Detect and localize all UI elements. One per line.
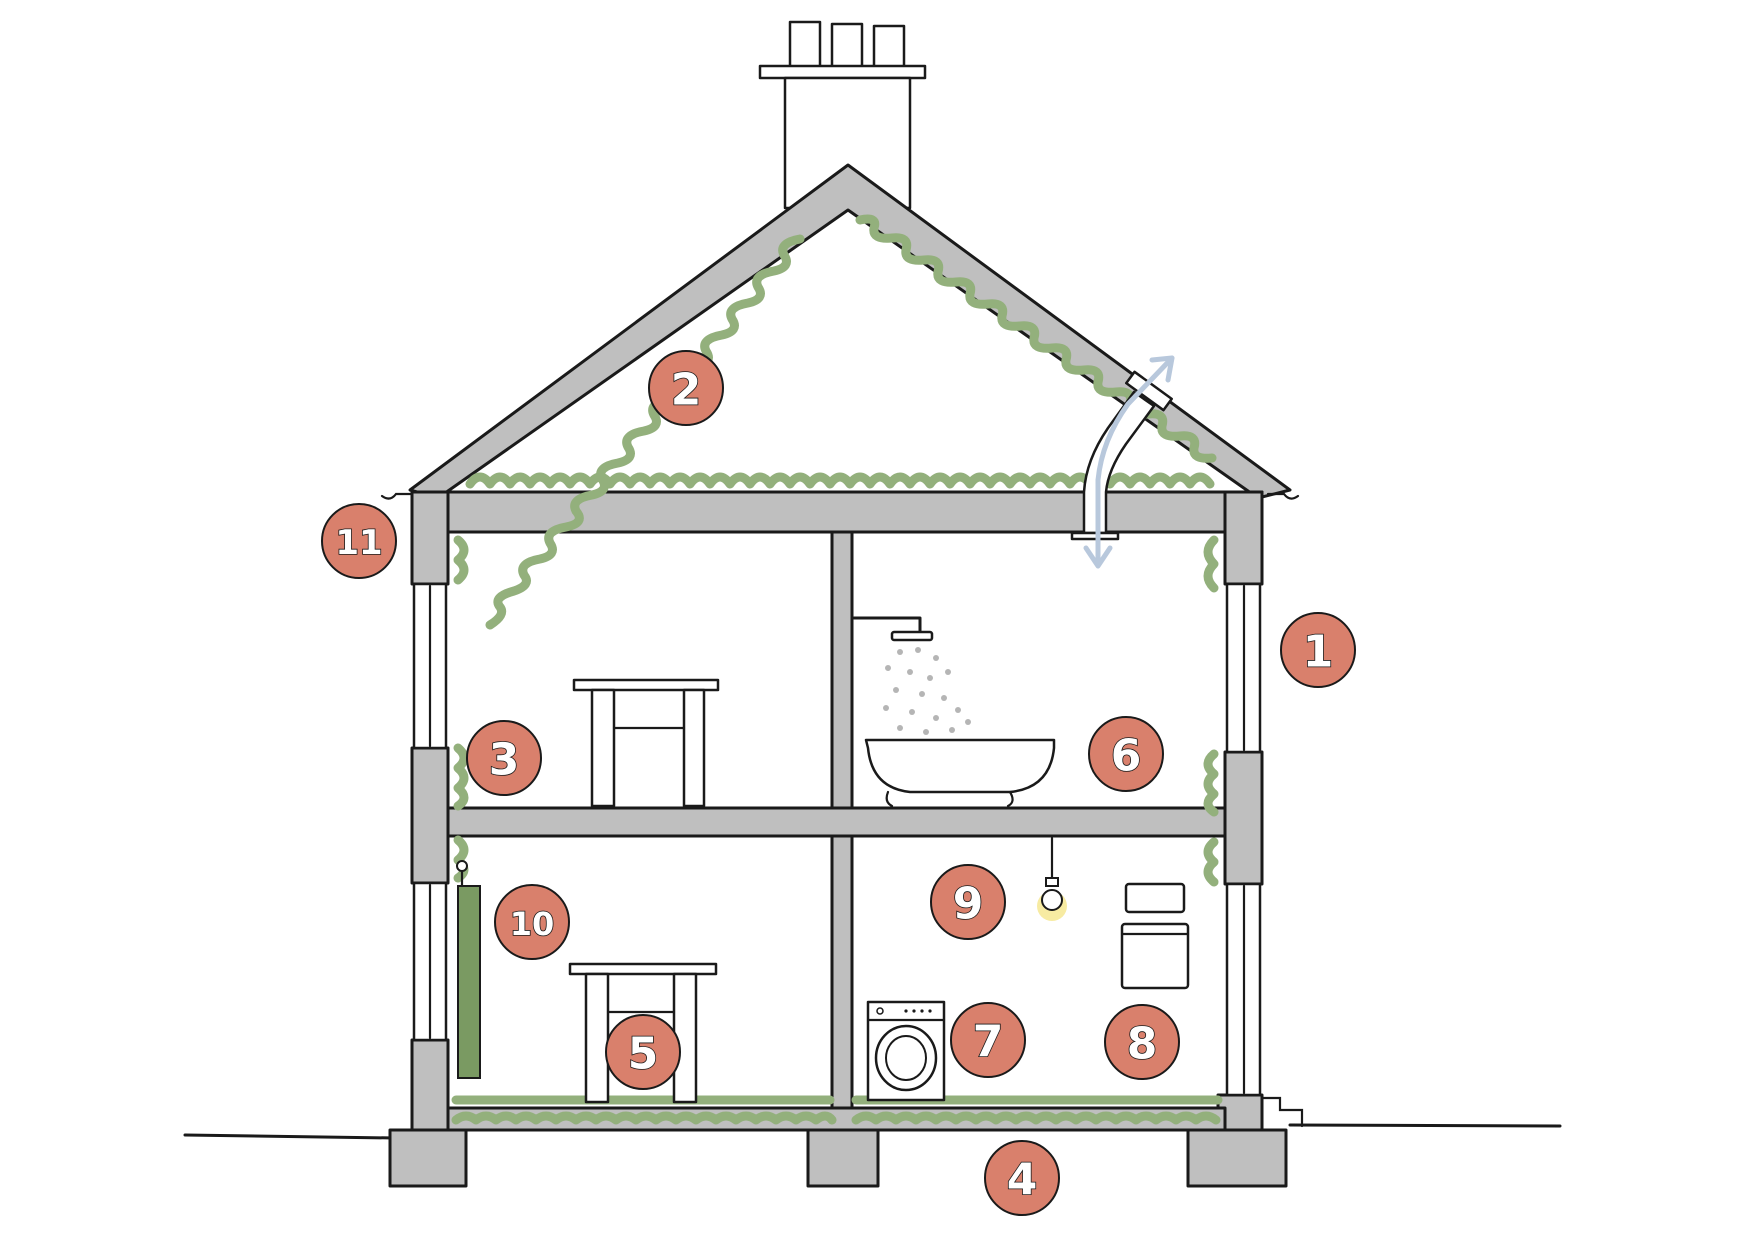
- left-wall-mid: [410, 746, 450, 885]
- attic-floor: [410, 490, 1264, 534]
- badge-11-label: 11: [335, 523, 382, 563]
- central-wall-lower: [830, 834, 854, 1128]
- badge-7: 7: [950, 1002, 1026, 1078]
- badge-4: 4: [984, 1140, 1060, 1216]
- ventilation-duct: [1070, 370, 1173, 541]
- foundation-left: [388, 1128, 468, 1188]
- left-wall-upper: [410, 490, 450, 586]
- wall-insulation-mid-left: [453, 743, 469, 811]
- middle-floor: [446, 806, 1227, 838]
- badge-1-label: 1: [1303, 627, 1334, 678]
- ventilation-arrow-icon: [1083, 355, 1175, 569]
- badge-5: 5: [605, 1014, 681, 1090]
- left-gutter: [380, 492, 414, 500]
- badge-5-label: 5: [628, 1029, 659, 1080]
- wall-insulation-upper-right: [1203, 535, 1219, 593]
- badge-8: 8: [1104, 1004, 1180, 1080]
- badge-3: 3: [466, 720, 542, 796]
- left-lower-window: [412, 881, 448, 1042]
- light-bulb-icon: [1037, 836, 1067, 921]
- wall-insulation-lower-right: [1203, 837, 1219, 887]
- left-upper-window: [412, 582, 448, 750]
- badge-2: 2: [648, 350, 724, 426]
- foundation-right: [1186, 1128, 1288, 1188]
- badge-9-label: 9: [953, 879, 984, 930]
- badge-4-label: 4: [1007, 1155, 1038, 1206]
- right-gutter: [1266, 492, 1300, 500]
- chimney-icon: [758, 20, 927, 210]
- ground-line: [183, 1123, 1562, 1140]
- right-lower-window: [1225, 882, 1262, 1097]
- wall-insulation-upper-left: [453, 535, 469, 585]
- boiler-icon: [1120, 882, 1190, 990]
- badge-1: 1: [1280, 612, 1356, 688]
- roof-insulation-left: [485, 234, 805, 630]
- back-step: [1260, 1096, 1304, 1128]
- central-wall-upper: [830, 530, 854, 810]
- right-wall-upper: [1223, 490, 1264, 586]
- badge-9: 9: [930, 864, 1006, 940]
- shower-icon: [852, 616, 971, 735]
- bathtub-icon: [864, 738, 1056, 808]
- table-icon: [572, 678, 720, 808]
- wall-insulation-mid-right: [1203, 749, 1219, 817]
- radiator-icon: [456, 860, 481, 1079]
- ground-floor-insulation: [451, 1111, 1221, 1125]
- badge-3-label: 3: [489, 735, 520, 786]
- roof-insulation-right: [855, 214, 1217, 463]
- badge-2-label: 2: [671, 365, 702, 416]
- ground-table-icon: [568, 962, 718, 1104]
- badge-10-label: 10: [510, 905, 555, 943]
- badge-11: 11: [321, 503, 397, 579]
- badge-7-label: 7: [973, 1017, 1004, 1068]
- right-wall-mid: [1223, 750, 1264, 886]
- right-upper-window: [1225, 582, 1262, 754]
- left-wall-lower: [410, 1038, 450, 1142]
- washing-machine-icon: [866, 1000, 946, 1102]
- foundation-centre: [806, 1128, 880, 1188]
- badge-6-label: 6: [1111, 731, 1142, 782]
- badge-10: 10: [494, 884, 570, 960]
- badge-6: 6: [1088, 716, 1164, 792]
- roof: [408, 163, 1292, 500]
- badge-8-label: 8: [1127, 1019, 1158, 1070]
